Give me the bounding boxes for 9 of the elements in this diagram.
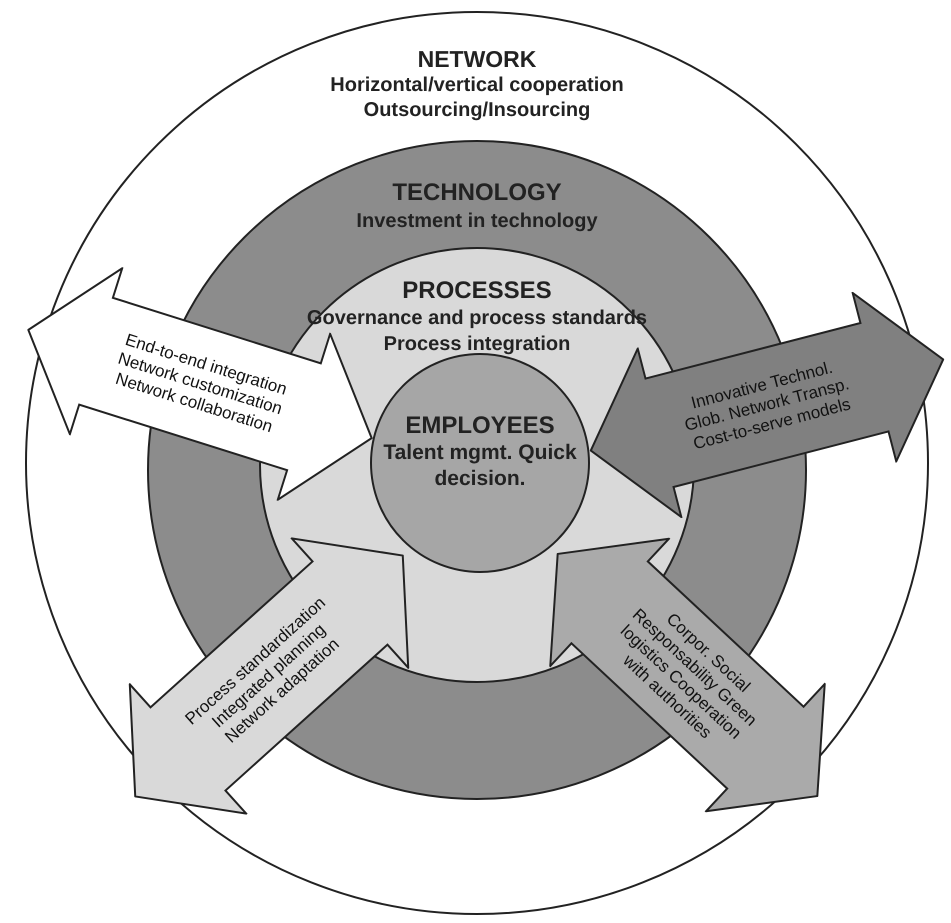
ring-text: Talent mgmt. Quick decision. [382,440,578,492]
ring-heading: TECHNOLOGY [392,179,562,207]
ring-heading: NETWORK [418,45,536,73]
ring-heading: EMPLOYEES [405,412,555,440]
ring-text: Investment in technology [356,209,598,234]
ring-text: Outsourcing/Insourcing [364,98,590,123]
ring-heading: PROCESSES [402,277,552,305]
ring-text: Process integration [384,332,570,357]
ring-text: Horizontal/vertical cooperation [330,73,624,98]
